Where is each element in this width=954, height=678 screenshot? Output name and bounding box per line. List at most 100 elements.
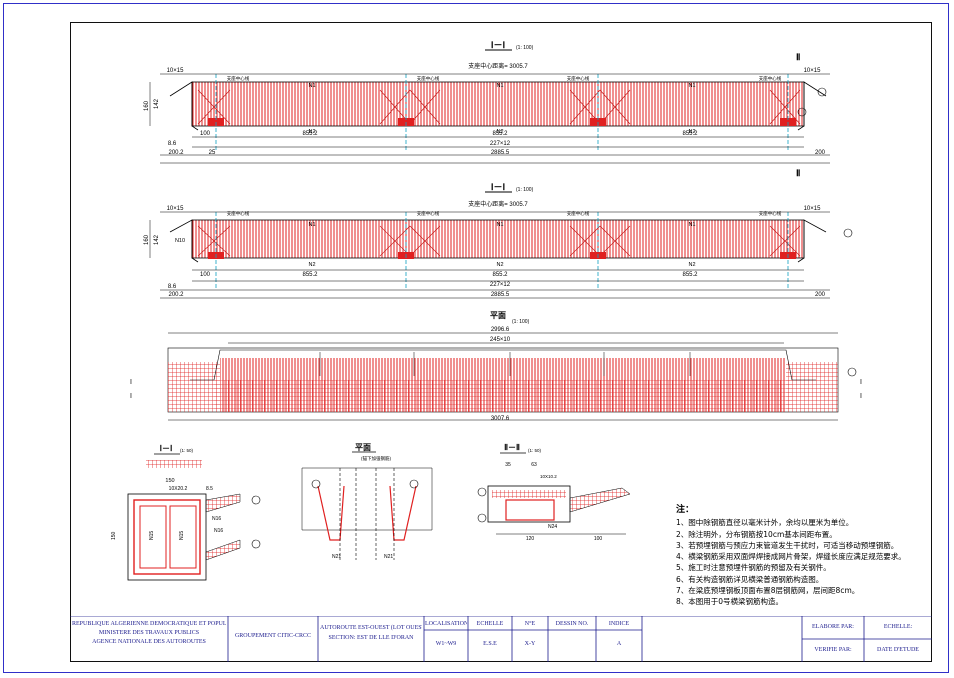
note-item: 5、施工时注意预埋件钢筋的预留及有关钢件。 bbox=[676, 563, 831, 573]
svg-text:I: I bbox=[130, 379, 132, 386]
detail-section-1: Ⅰ－Ⅰ (1: 50) 150 10X20.2 8.5 N15 N15 150 … bbox=[111, 444, 261, 581]
svg-text:N15: N15 bbox=[179, 531, 185, 540]
svg-text:N1: N1 bbox=[308, 83, 315, 89]
svg-text:25: 25 bbox=[209, 150, 216, 156]
svg-text:245×10: 245×10 bbox=[490, 337, 511, 343]
detail-plan-anchor: 平面 (锚下加强钢筋) N21 N21 bbox=[301, 443, 433, 560]
org-line-3: AGENCE NATIONALE DES AUTOROUTES bbox=[92, 639, 206, 645]
svg-text:8.6: 8.6 bbox=[168, 141, 177, 147]
number-value: X-Y bbox=[524, 641, 536, 647]
svg-text:N2: N2 bbox=[688, 129, 695, 135]
localisation-value: W1~W9 bbox=[435, 641, 457, 647]
svg-text:平面: 平面 bbox=[490, 311, 506, 320]
svg-text:支座中心线: 支座中心线 bbox=[759, 75, 782, 82]
svg-text:227×12: 227×12 bbox=[490, 141, 511, 147]
svg-text:2885.5: 2885.5 bbox=[491, 150, 510, 156]
svg-text:N2: N2 bbox=[496, 262, 503, 268]
svg-text:Ⅱ: Ⅱ bbox=[796, 52, 800, 62]
svg-text:支座中心线: 支座中心线 bbox=[567, 210, 590, 217]
svg-text:150: 150 bbox=[111, 531, 117, 540]
svg-text:(1: 50): (1: 50) bbox=[528, 448, 542, 453]
note-item: 6、有关构造钢筋详见横梁普通钢筋构造图。 bbox=[676, 574, 824, 584]
svg-text:N2: N2 bbox=[308, 262, 315, 268]
svg-text:N2: N2 bbox=[496, 129, 503, 135]
section-1-elevation: Ⅰ－Ⅰ (1: 100) 支座中心距离= 3005.7 支座中心线 支 bbox=[144, 40, 830, 178]
svg-text:I: I bbox=[130, 393, 132, 400]
svg-text:N1: N1 bbox=[688, 222, 695, 228]
svg-text:N24: N24 bbox=[548, 524, 557, 530]
elabore-value: ECHELLE: bbox=[883, 624, 913, 630]
svg-text:10X20.2: 10X20.2 bbox=[169, 486, 188, 492]
svg-text:8.6: 8.6 bbox=[168, 284, 177, 290]
svg-text:N21: N21 bbox=[332, 554, 341, 560]
svg-text:855.2: 855.2 bbox=[682, 131, 698, 137]
svg-text:63: 63 bbox=[531, 462, 537, 468]
outer-border bbox=[3, 3, 949, 673]
svg-text:855.2: 855.2 bbox=[302, 131, 318, 137]
section-1-title: Ⅰ－Ⅰ bbox=[491, 40, 505, 50]
number-header: N°E bbox=[524, 621, 536, 627]
svg-text:10×15: 10×15 bbox=[804, 206, 822, 212]
svg-text:支座中心距离= 3005.7: 支座中心距离= 3005.7 bbox=[468, 200, 528, 208]
org-line-2: MINISTERE DES TRAVAUX PUBLICS bbox=[98, 630, 200, 636]
svg-text:N2: N2 bbox=[308, 129, 315, 135]
plan-view: 平面 (1: 100) 2996.6 245×10 3007.6 I I I I bbox=[130, 311, 862, 422]
company-name: GROUPEMENT CITIC-CRCC bbox=[234, 633, 312, 639]
org-line-1: REPUBLIQUE ALGERIENNE DEMOCRATIQUE ET PO… bbox=[72, 621, 226, 627]
svg-text:2996.6: 2996.6 bbox=[491, 327, 510, 333]
note-item: 7、在梁底预埋钢板顶面布置8层钢筋网，层间距8cm。 bbox=[676, 586, 860, 596]
svg-text:10×15: 10×15 bbox=[167, 206, 185, 212]
svg-text:100: 100 bbox=[200, 131, 211, 137]
echelle-header: ECHELLE bbox=[476, 621, 504, 627]
svg-text:N2: N2 bbox=[688, 262, 695, 268]
note-item: 8、本图用于0号横梁钢筋构造。 bbox=[676, 597, 784, 607]
svg-text:N1: N1 bbox=[496, 83, 503, 89]
svg-text:100: 100 bbox=[200, 272, 211, 278]
section-2-elevation: Ⅰ－Ⅰ (1: 100) 支座中心距离= 3005.7 支座中心线 支座中心线 … bbox=[144, 182, 853, 299]
svg-text:(1: 100): (1: 100) bbox=[512, 319, 530, 325]
note-item: 4、横梁钢筋采用双面焊焊接成网片骨架，焊缝长度应满足规范要求。 bbox=[676, 552, 906, 562]
svg-text:Ⅱ: Ⅱ bbox=[796, 168, 800, 178]
verifie-label: VERIFIE PAR: bbox=[814, 647, 852, 653]
svg-text:支座中心线: 支座中心线 bbox=[227, 210, 250, 217]
svg-text:N15: N15 bbox=[149, 531, 155, 540]
svg-text:(1: 100): (1: 100) bbox=[516, 187, 534, 193]
localisation-header: LOCALISATION bbox=[425, 621, 467, 627]
drawing-frame bbox=[70, 22, 932, 662]
svg-text:855.2: 855.2 bbox=[302, 272, 318, 278]
note-item: 1、图中除钢筋直径以毫米计外，余均以厘米为单位。 bbox=[676, 518, 854, 528]
svg-text:N1: N1 bbox=[688, 83, 695, 89]
svg-text:平面: 平面 bbox=[355, 443, 371, 452]
detail-section-2: Ⅱ－Ⅱ (1: 50) 35 63 10X10.2 N24 120 100 bbox=[477, 443, 631, 542]
svg-text:200: 200 bbox=[815, 150, 826, 156]
svg-text:3007.6: 3007.6 bbox=[491, 416, 510, 422]
svg-text:N16: N16 bbox=[214, 528, 223, 534]
svg-text:200.2: 200.2 bbox=[168, 292, 184, 298]
svg-text:10X10.2: 10X10.2 bbox=[540, 474, 557, 479]
echelle-value: E.S.E bbox=[483, 641, 497, 647]
project-line-2: SECTION: EST DE LLE D'ORAN bbox=[328, 635, 414, 641]
svg-text:8.5: 8.5 bbox=[206, 486, 213, 492]
svg-text:I: I bbox=[860, 379, 862, 386]
svg-text:支座中心线: 支座中心线 bbox=[759, 210, 782, 217]
note-item: 2、除注明外，分布钢筋按10cm基本间距布置。 bbox=[676, 529, 837, 539]
section-1-span-label: 支座中心距离= 3005.7 bbox=[468, 62, 528, 70]
svg-text:160: 160 bbox=[144, 234, 150, 245]
svg-text:227×12: 227×12 bbox=[490, 282, 511, 288]
svg-text:I: I bbox=[860, 393, 862, 400]
svg-text:10×15: 10×15 bbox=[804, 68, 822, 74]
indice-value: A bbox=[616, 641, 622, 647]
indice-header: INDICE bbox=[608, 621, 630, 627]
svg-text:Ⅱ－Ⅱ: Ⅱ－Ⅱ bbox=[504, 443, 520, 452]
svg-text:N16: N16 bbox=[212, 516, 221, 522]
drawing-notes: 注： 1、图中除钢筋直径以毫米计外，余均以厘米为单位。 2、除注明外，分布钢筋按… bbox=[676, 505, 916, 608]
svg-text:855.2: 855.2 bbox=[492, 272, 508, 278]
svg-text:Ⅰ－Ⅰ: Ⅰ－Ⅰ bbox=[160, 444, 173, 453]
svg-text:支座中心线: 支座中心线 bbox=[417, 75, 440, 82]
svg-text:(锚下加强钢筋): (锚下加强钢筋) bbox=[361, 455, 391, 462]
svg-text:支座中心线: 支座中心线 bbox=[227, 75, 250, 82]
svg-text:35: 35 bbox=[505, 462, 511, 468]
svg-text:支座中心线: 支座中心线 bbox=[417, 210, 440, 217]
svg-text:支座中心线: 支座中心线 bbox=[567, 75, 590, 82]
